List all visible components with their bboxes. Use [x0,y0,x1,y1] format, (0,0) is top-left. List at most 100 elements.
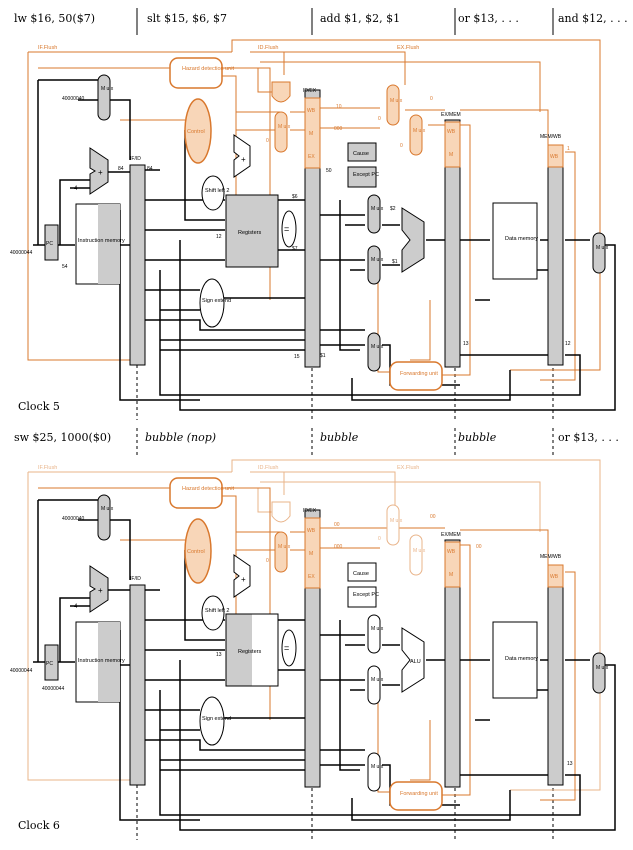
ifid-register [129,584,146,786]
pc-register [44,224,59,261]
ex-mux-zero-1: 0 [378,536,381,542]
reg-read-2: $7 [292,246,298,252]
exmem-register [444,539,461,788]
m-value: 000 [334,544,343,550]
memwb-control-fields [547,144,564,168]
if-flush-label: IF.Flush [38,465,57,471]
stage-wb-instruction: and $12, . . . [558,12,628,25]
stage-id-instruction: bubble (nop) [145,431,216,444]
stage-separators [136,8,554,420]
alu-mux-a [367,194,381,234]
control-mux-label: M u x [278,124,291,130]
ifid-register [129,164,146,366]
control-unit [184,518,212,584]
datapath-wires [33,499,616,831]
exmem-wb-value: 0 [430,96,433,102]
except-pc-label: Except PC [353,172,379,178]
reg-read-1: $6 [292,194,298,200]
memwb-label: MEM/WB [540,554,562,560]
exmem-wb: WB [447,129,456,135]
reg-write-value: 12 [216,234,222,240]
wb-value: 10 [336,104,342,110]
exmem-label: EX/MEM [441,112,461,118]
exmem-m: M [449,152,453,158]
ifid-pc-out: 84 [147,166,153,172]
memwb-control-fields [547,564,564,588]
ex-mux-zero-1: 0 [378,116,381,122]
register-file [225,194,279,268]
branch-adder-plus: + [241,575,246,584]
idex-label: ID/EX [303,508,317,514]
shift-label: Shift left 2 [205,188,229,194]
sign-extend-label: Sign extend [202,298,231,304]
writeback-mux [592,652,606,694]
ex-mux-zero-2: 0 [400,143,403,149]
pc-adder [89,565,109,613]
alu-mux-a-label: M u x [371,206,384,212]
alu-mux-b [367,245,381,285]
idex-control-fields [304,517,321,589]
memwb-wb-value: 1 [567,146,570,152]
stage-separators [136,428,554,840]
hazard-detection-unit [169,477,223,509]
control-label: Control [187,549,205,555]
exception-address: 40000040 [62,96,84,102]
instruction-memory-label: Instruction memory [78,658,125,664]
writeback-mux-label: M u x [596,665,609,671]
control-mux [274,111,288,153]
data-memory-label: Data memory [505,656,538,662]
pc-value: 40000044 [10,250,32,256]
regdst-mux-label: M u x [371,344,384,350]
pc-mux-label: M u x [101,506,114,512]
forwarding-label: Forwarding unit [400,371,438,377]
equality-comparator [281,629,297,667]
ex-flush-mux-wb [386,84,400,126]
ex-flush-mux-wb [386,504,400,546]
alu [401,207,425,273]
alu-in-b: $1 [392,259,398,265]
equality-comparator [281,210,297,248]
exmem-wb-value: 00 [430,514,436,520]
idex-wb: WB [307,108,316,114]
clock-label: Clock 5 [18,400,60,413]
exmem-label: EX/MEM [441,532,461,538]
stage-wb-instruction: or $13, . . . [558,431,619,444]
writeback-mux-label: M u x [596,245,609,251]
except-pc-register [347,166,377,188]
pc-value: 40000044 [10,668,32,674]
pc-adder-plus: + [98,586,103,595]
registers-label: Registers [238,649,261,655]
control-mux-label: M u x [278,544,291,550]
alu-mux-b-label: M u x [371,257,384,263]
pc-register [44,644,59,681]
hazard-detection-unit [169,57,223,89]
sign-extend-label: Sign extend [202,716,231,722]
stage-if-instruction: lw $16, 50($7) [14,12,95,25]
memwb-register [547,144,564,366]
alu-label: ALU [410,659,421,665]
ifid-label: IF/ID [130,156,141,162]
control-mux-zero: 0 [266,558,269,564]
ifid-pc-value: 84 [118,166,124,172]
regdst-mux-label: M u x [371,764,384,770]
idex-ex: EX [308,154,315,160]
instruction-memory-label: Instruction memory [78,238,125,244]
memwb-register [547,564,564,786]
hazard-label: Hazard detection unit [182,486,234,492]
alu-mux-a [367,614,381,654]
comparator-eq: = [284,224,289,234]
except-pc-label: Except PC [353,592,379,598]
forwarding-unit [389,361,443,391]
ex-flush-mux-wb-label: M u x [390,518,403,524]
data-memory-label: Data memory [505,236,538,242]
control-or-gate [271,81,291,103]
stage-ex-instruction: add $1, $2, $1 [320,12,400,25]
shift-label: Shift left 2 [205,608,229,614]
branch-adder [233,554,251,598]
sign-extend [199,696,225,746]
id-flush-label: ID.Flush [258,465,278,471]
shift-left-2 [201,175,225,211]
data-memory [492,202,538,280]
cause-label: Cause [353,571,369,577]
